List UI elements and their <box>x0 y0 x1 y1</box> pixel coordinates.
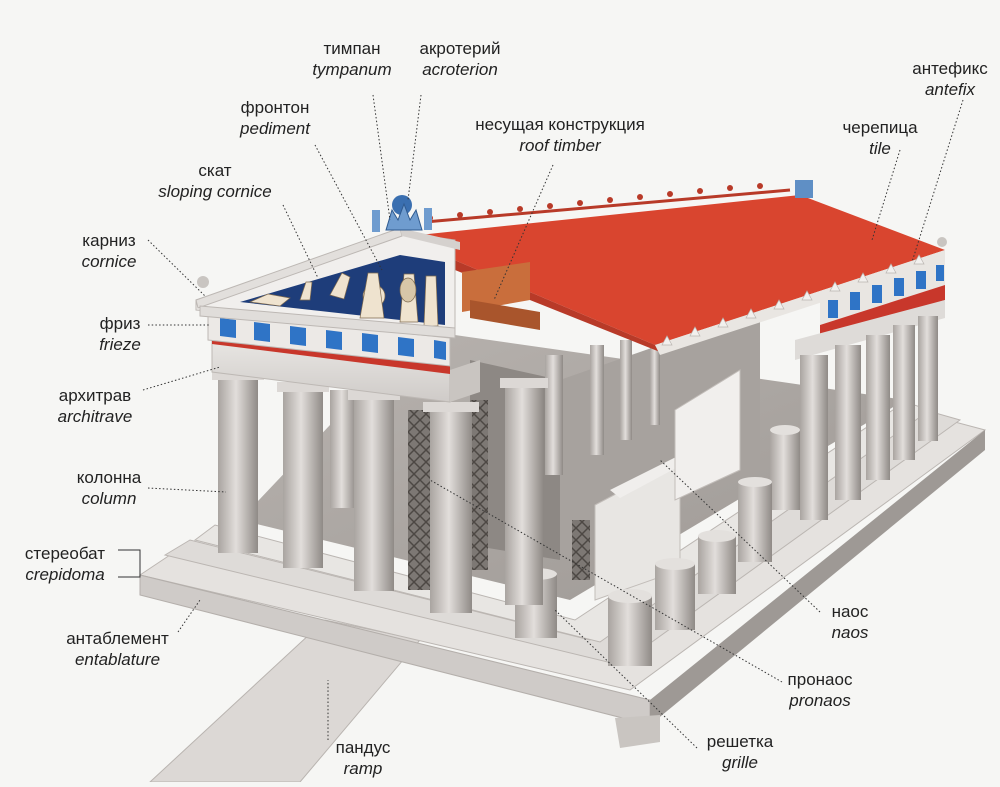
side-entablature <box>795 262 945 360</box>
label-pediment: фронтон pediment <box>240 98 310 139</box>
label-naos: наос naos <box>831 602 869 643</box>
corner-column-right <box>505 385 543 605</box>
label-sloping-cornice: скат sloping cornice <box>158 161 272 202</box>
label-tile: черепица tile <box>842 118 918 159</box>
label-frieze: фриз frieze <box>99 314 141 355</box>
label-cornice: карниз cornice <box>81 231 137 272</box>
label-architrave: архитрав architrave <box>57 386 133 427</box>
label-pronaos: пронаос pronaos <box>787 670 853 711</box>
interior-columns <box>545 335 660 475</box>
label-tympanum: тимпан tympanum <box>312 39 392 80</box>
label-entablature: антаблемент entablature <box>66 629 169 670</box>
roof-timber <box>462 262 540 330</box>
crepidoma-bracket <box>118 549 141 578</box>
acroterion <box>197 180 947 288</box>
label-ramp: пандус ramp <box>335 738 391 779</box>
label-crepidoma: стереобат crepidoma <box>24 544 106 585</box>
roof <box>395 183 945 355</box>
frieze <box>207 312 451 367</box>
label-antefix: антефикс antefix <box>912 59 988 100</box>
side-columns <box>800 316 938 520</box>
label-acroterion: акротерий acroterion <box>419 39 501 80</box>
grille-right <box>470 400 488 570</box>
label-roof-timber: несущая конструкция roof timber <box>475 115 645 156</box>
pediment <box>195 227 460 339</box>
cornice-band <box>199 305 456 339</box>
leader-lines <box>142 94 964 749</box>
label-grille: решетка grille <box>706 732 774 773</box>
label-column: колонна column <box>76 468 142 509</box>
grille-naos <box>572 520 590 580</box>
